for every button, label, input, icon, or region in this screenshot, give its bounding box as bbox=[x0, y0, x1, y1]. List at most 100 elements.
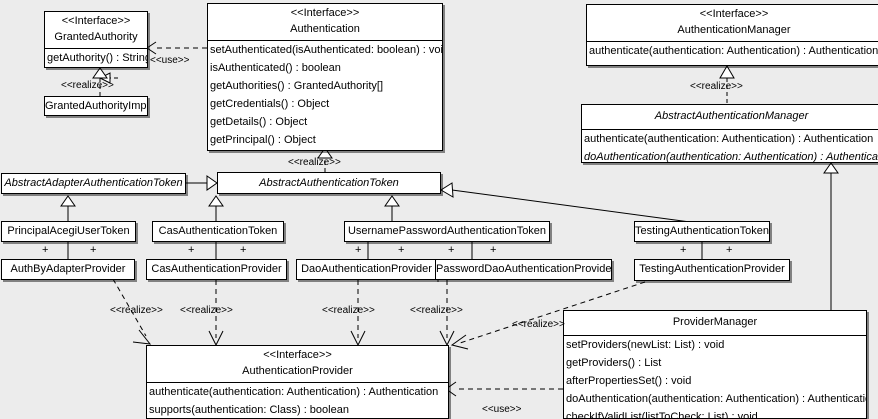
class-granted-authority[interactable]: <<Interface>> GrantedAuthority getAuthor… bbox=[44, 11, 148, 68]
class-name: GrantedAuthorityImpl bbox=[45, 100, 148, 112]
method-row: getAuthorities() : GrantedAuthority[] bbox=[210, 80, 384, 92]
class-name: AuthenticationProvider bbox=[242, 365, 353, 377]
class-name: GrantedAuthority bbox=[54, 31, 138, 43]
method-row: afterPropertiesSet() : void bbox=[566, 375, 692, 387]
class-abstract-adapter-authentication-token[interactable]: AbstractAdapterAuthenticationToken bbox=[1, 173, 186, 194]
method-row: doAuthentication(authentication: Authent… bbox=[584, 151, 878, 163]
class-name: AbstractAdapterAuthenticationToken bbox=[4, 177, 183, 189]
class-authentication-manager[interactable]: <<Interface>> AuthenticationManager auth… bbox=[586, 4, 878, 66]
label-realize-abstracttoken-authentication: <<realize>> bbox=[288, 157, 341, 168]
edge-abstractadaptertoken-extends-abstractauthenticationtoken bbox=[186, 175, 218, 191]
class-header: CasAuthenticationProvider bbox=[147, 260, 286, 279]
label-realize-grantedauthorityimpl: <<realize>> bbox=[61, 80, 114, 91]
class-header: GrantedAuthorityImpl bbox=[45, 97, 148, 115]
edge-testingauthenticationtoken-extends-abstractauthenticationtoken bbox=[440, 182, 691, 223]
class-header: AbstractAuthenticationToken bbox=[218, 173, 440, 193]
edge-casauthenticationtoken-extends-abstractauthenticationtoken bbox=[208, 195, 224, 221]
method-row: getAuthority() : String bbox=[47, 52, 147, 64]
class-testing-authentication-provider[interactable]: TestingAuthenticationProvider bbox=[634, 259, 790, 281]
class-name: AuthenticationManager bbox=[677, 24, 791, 36]
stereotype-label: <<Interface>> bbox=[290, 7, 360, 19]
class-dao-authentication-provider[interactable]: DaoAuthenticationProvider bbox=[296, 259, 437, 280]
methods-compartment: authenticate(authentication: Authenticat… bbox=[582, 129, 878, 163]
class-header: ProviderManager bbox=[564, 311, 866, 335]
edge-providermanager-uses-authenticationprovider bbox=[445, 381, 563, 397]
class-header: AbstractAdapterAuthenticationToken bbox=[2, 174, 185, 193]
association-adornment-plus: + bbox=[680, 244, 687, 256]
association-adornment-plus: + bbox=[398, 244, 405, 256]
association-adornment-plus: + bbox=[240, 244, 247, 256]
class-cas-authentication-token[interactable]: CasAuthenticationToken bbox=[152, 221, 284, 242]
class-name: DaoAuthenticationProvider bbox=[301, 263, 432, 275]
class-name: TestingAuthenticationProvider bbox=[639, 263, 785, 275]
stereotype-label: <<Interface>> bbox=[263, 349, 332, 361]
class-name: Authentication bbox=[290, 23, 360, 35]
label-use-providermanager-authenticationprovider: <<use>> bbox=[482, 404, 522, 415]
class-header: TestingAuthenticationToken bbox=[635, 222, 769, 241]
edge-authentication-uses-grantedauthority bbox=[146, 41, 207, 55]
edge-principalacegiusertoken-extends-abstractadaptertoken bbox=[60, 195, 76, 221]
association-adornment-plus: + bbox=[490, 244, 497, 256]
method-row: getDetails() : Object bbox=[210, 116, 308, 128]
label-use-authentication-grantedauthority: <<use>> bbox=[150, 55, 190, 66]
class-header: CasAuthenticationToken bbox=[153, 222, 283, 241]
label-realize-abstractauthenticationmanager: <<realize>> bbox=[690, 81, 743, 92]
class-principal-acegi-user-token[interactable]: PrincipalAcegiUserToken bbox=[1, 221, 136, 242]
methods-compartment: setAuthenticated(isAuthenticated: boolea… bbox=[208, 40, 442, 149]
class-cas-authentication-provider[interactable]: CasAuthenticationProvider bbox=[146, 259, 287, 280]
class-abstract-authentication-token[interactable]: AbstractAuthenticationToken bbox=[217, 172, 441, 194]
method-row: getProviders() : List bbox=[566, 357, 662, 369]
class-header: <<Interface>> GrantedAuthority bbox=[45, 12, 147, 48]
association-adornment-plus: + bbox=[355, 244, 362, 256]
edge-providermanager-extends-abstractauthenticationmanager bbox=[823, 162, 839, 310]
association-adornment-plus: + bbox=[42, 244, 49, 256]
methods-compartment: getAuthority() : String bbox=[45, 48, 147, 67]
method-row: authenticate(authentication: Authenticat… bbox=[584, 133, 874, 145]
method-row: authenticate(authentication: Authenticat… bbox=[149, 386, 439, 398]
method-row: checkIfValidList(listToCheck: List) : vo… bbox=[566, 411, 758, 419]
class-header: <<Interface>> AuthenticationManager bbox=[587, 5, 878, 41]
class-header: AuthByAdapterProvider bbox=[2, 260, 134, 279]
class-header: DaoAuthenticationProvider bbox=[297, 260, 436, 279]
edge-usernamepasswordtoken-extends-abstractauthenticationtoken bbox=[384, 195, 400, 221]
association-adornment-plus: + bbox=[90, 244, 97, 256]
class-name: ProviderManager bbox=[672, 316, 758, 328]
stereotype-label: <<Interface>> bbox=[699, 8, 769, 20]
class-name: CasAuthenticationProvider bbox=[151, 263, 282, 275]
label-realize-daoauthenticationprovider: <<realize>> bbox=[322, 305, 375, 316]
methods-compartment: setProviders(newList: List) : void getPr… bbox=[564, 335, 866, 419]
class-password-dao-authentication-provider[interactable]: PasswordDaoAuthenticationProvider bbox=[435, 259, 612, 280]
class-name: PasswordDaoAuthenticationProvider bbox=[436, 263, 612, 275]
class-name: AbstractAuthenticationToken bbox=[259, 177, 399, 189]
association-adornment-plus: + bbox=[188, 244, 195, 256]
association-adornment-plus: + bbox=[448, 244, 455, 256]
class-header: <<Interface>> AuthenticationProvider bbox=[147, 346, 448, 382]
method-row: authenticate(authentication: Authenticat… bbox=[589, 45, 878, 57]
class-name: AuthByAdapterProvider bbox=[10, 263, 126, 275]
class-authentication-provider[interactable]: <<Interface>> AuthenticationProvider aut… bbox=[146, 345, 449, 419]
class-provider-manager[interactable]: ProviderManager setProviders(newList: Li… bbox=[563, 310, 867, 419]
class-abstract-authentication-manager[interactable]: AbstractAuthenticationManager authentica… bbox=[581, 104, 878, 163]
class-granted-authority-impl[interactable]: GrantedAuthorityImpl bbox=[44, 96, 148, 116]
method-row: doAuthentication(authentication: Authent… bbox=[566, 393, 866, 405]
class-name: UsernamePasswordAuthenticationToken bbox=[347, 225, 547, 237]
class-name: CasAuthenticationToken bbox=[158, 225, 278, 237]
label-realize-passworddaoauthenticationprovider: <<realize>> bbox=[410, 305, 463, 316]
class-username-password-authentication-token[interactable]: UsernamePasswordAuthenticationToken bbox=[344, 221, 550, 242]
label-realize-casauthenticationprovider: <<realize>> bbox=[180, 305, 233, 316]
methods-compartment: authenticate(authentication: Authenticat… bbox=[587, 41, 878, 60]
methods-compartment: authenticate(authentication: Authenticat… bbox=[147, 382, 448, 418]
method-row: isAuthenticated() : boolean bbox=[210, 62, 341, 74]
class-authentication[interactable]: <<Interface>> Authentication setAuthenti… bbox=[207, 3, 443, 151]
class-name: PrincipalAcegiUserToken bbox=[7, 225, 130, 237]
class-header: PasswordDaoAuthenticationProvider bbox=[436, 260, 611, 279]
stereotype-label: <<Interface>> bbox=[61, 15, 131, 27]
label-realize-testingauthenticationprovider: <<realize>> bbox=[512, 319, 565, 330]
class-auth-by-adapter-provider[interactable]: AuthByAdapterProvider bbox=[1, 259, 135, 280]
class-header: UsernamePasswordAuthenticationToken bbox=[345, 222, 549, 241]
class-testing-authentication-token[interactable]: TestingAuthenticationToken bbox=[634, 221, 770, 242]
method-row: setProviders(newList: List) : void bbox=[566, 339, 725, 351]
class-name: AbstractAuthenticationManager bbox=[654, 110, 809, 122]
class-name: TestingAuthenticationToken bbox=[635, 225, 769, 237]
